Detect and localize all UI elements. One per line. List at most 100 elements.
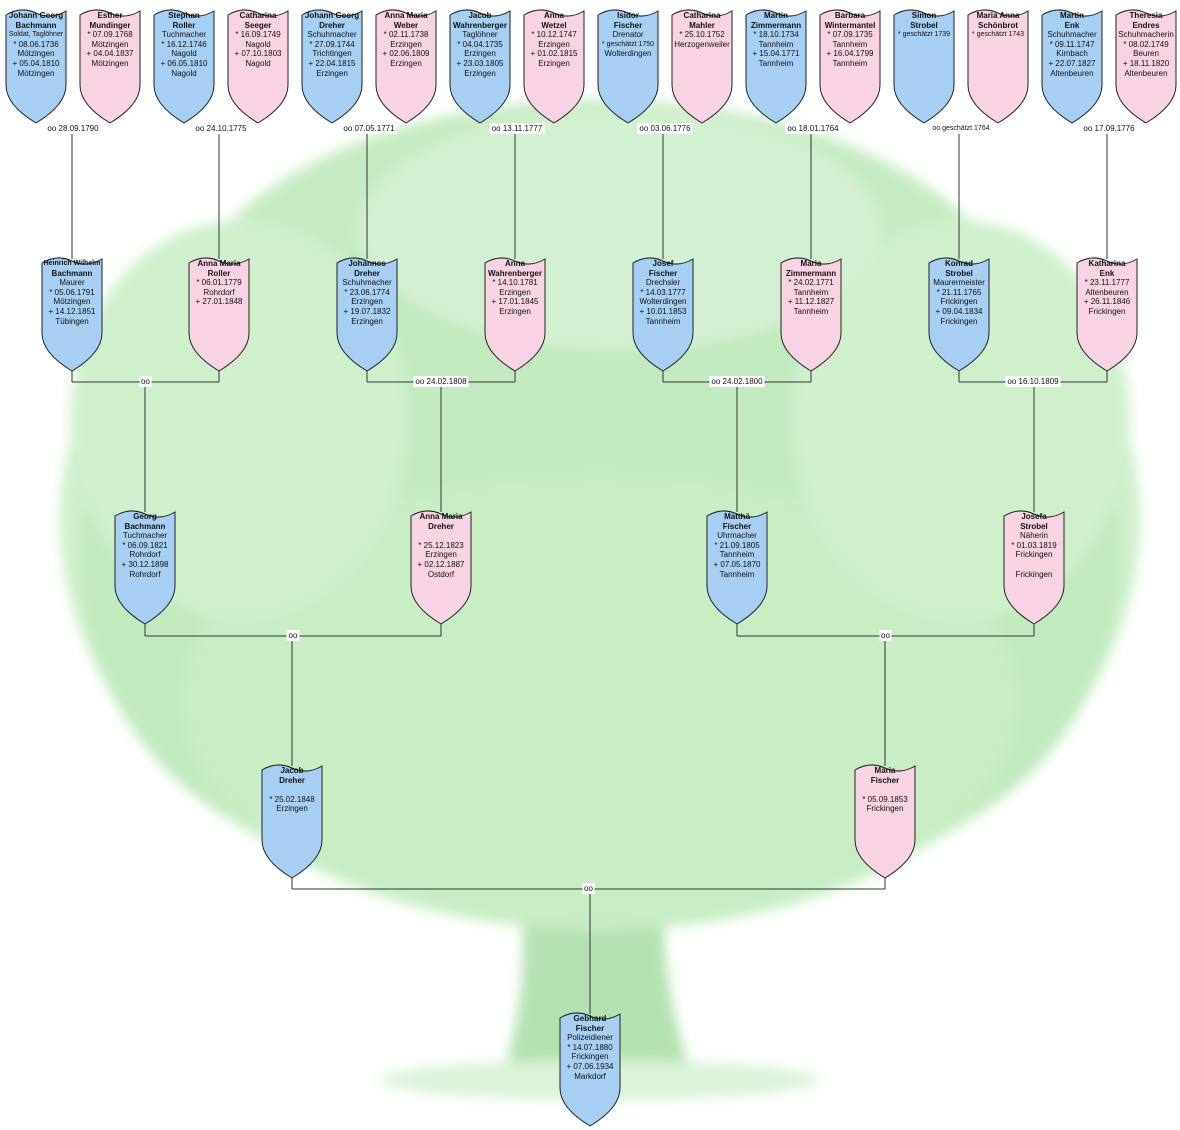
person-detail: Mötzingen [17,68,55,78]
person-detail: + 10.01.1853 [639,306,687,316]
marriage-label: oo 24.02.1800 [709,376,765,387]
shield-icon [484,257,546,372]
person-detail: * 21.11.1765 [936,287,982,297]
person-name: Weber [393,20,419,30]
person-detail: * 25.02.1848 [269,794,315,804]
marriage-label: oo 28.09.1790 [45,123,101,134]
shield-icon [632,257,694,372]
person-detail: Erzingen [316,68,348,78]
person-detail: * 18.10.1734 [753,30,799,40]
person-detail: Beuren [1133,49,1159,59]
person-detail: Altenbeuren [1124,68,1168,78]
marriage-label: oo [582,883,595,894]
person-detail: + 22.04.1815 [308,58,356,68]
marriage-label: oo [879,630,892,641]
person-name: Gebhard [573,1014,607,1023]
person-detail: Frickingen [866,804,904,814]
shield-icon [449,9,511,124]
person-name: Wahrenberger [453,20,507,30]
person-detail: * 24.02.1771 [788,278,834,288]
shield-icon [928,257,990,372]
shield-icon [854,764,916,879]
person-name: Matthä [724,512,750,521]
person-detail: Tuchmacher [122,531,168,541]
person-detail: * 14.03.1777 [640,287,686,297]
shield-icon [153,9,215,124]
person-name: Dreher [428,521,454,531]
shield-icon [336,257,398,372]
person-name: Maria [800,259,822,268]
person-name: Fischer [613,20,643,30]
shield-icon [1003,510,1065,625]
person-detail: * 01.03.1819 [1011,540,1057,550]
person-detail: Tannheim [758,39,794,49]
person-detail: Maurermeister [933,278,985,288]
person-detail: * 05.09.1853 [862,794,908,804]
person-detail: Erzingen [390,58,422,68]
person-detail: Altenbeuren [1085,287,1129,297]
person-name: Theresia [1129,11,1163,20]
person-name: Zimmermann [785,268,837,278]
person-name: Zimmermann [750,20,802,30]
shield-icon [114,510,176,625]
person-name: Esther [97,11,123,20]
person-detail: * geschätzt 1739 [897,31,951,39]
person-detail: Frickingen [1088,306,1126,316]
shield-icon [410,510,472,625]
person-detail: Wolterdingen [604,49,652,59]
person-detail: Drenator [612,30,644,40]
person-detail [855,785,915,795]
marriage-label: oo 17.09.1776 [1081,123,1137,134]
shield-icon [745,9,807,124]
shield-icon [706,510,768,625]
person-detail: Nagold [171,68,197,78]
person-name: Johann Georg [8,11,64,20]
person-detail: + 11.12.1827 [787,297,835,307]
person-name: Anna Maria [197,259,241,268]
person-detail: Herzogenweiler [674,39,730,49]
person-name: Johann Georg [304,11,360,20]
person-detail: * 10.12.1747 [531,30,577,40]
person-detail: * 06.09.1821 [122,540,168,550]
person-detail: Maurer [59,278,85,288]
person-detail: * geschätzt 1743 [971,31,1025,39]
person-name: Anna Maria [419,512,463,521]
person-name: Wintermantel [824,20,876,30]
person-name: Konrad [945,259,973,268]
person-detail: * 23.06.1774 [344,287,390,297]
person-detail: + 09.04.1834 [935,306,983,316]
person-name: Josefa [1021,512,1047,521]
person-detail: Schuhmacher [1047,30,1097,40]
person-detail: Rohrdorf [129,569,161,579]
marriage-label: oo [286,630,300,641]
person-detail: + 16.04.1799 [826,49,874,59]
marriage-label: oo 18.01.1764 [785,123,841,134]
person-detail: Frickingen [1015,550,1053,560]
person-detail: * 23.11.1777 [1084,278,1130,288]
person-detail: Mötzingen [53,297,91,307]
person-detail: + 01.02.1815 [530,49,578,59]
person-detail: Mötzingen [17,49,55,59]
person-name: Roller [207,268,231,278]
person-name: Simon [911,11,937,20]
shield-icon [375,9,437,124]
